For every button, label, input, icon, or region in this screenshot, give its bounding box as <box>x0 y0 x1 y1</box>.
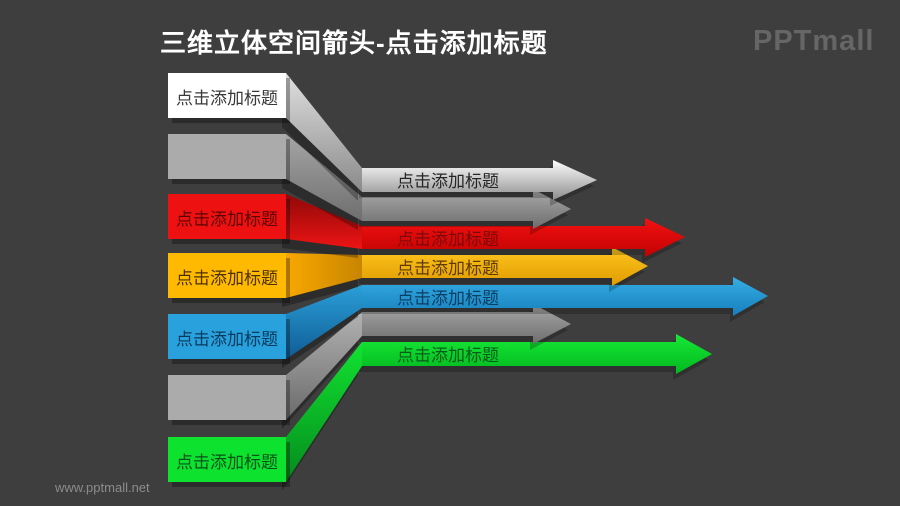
box-red-label[interactable]: 点击添加标题 <box>176 210 278 229</box>
row-red: 点击添加标题 点击添加标题 <box>168 194 685 263</box>
arrow-blue-label[interactable]: 点击添加标题 <box>397 289 499 308</box>
row-orange: 点击添加标题 点击添加标题 <box>168 247 648 307</box>
box-gray-upper[interactable] <box>168 134 286 179</box>
box-blue[interactable] <box>168 314 286 359</box>
box-green[interactable] <box>168 437 286 482</box>
row-green: 点击添加标题 点击添加标题 <box>168 334 712 491</box>
box-orange[interactable] <box>168 253 286 298</box>
box-blue-label[interactable]: 点击添加标题 <box>176 330 278 349</box>
row-gray-lower <box>168 304 571 429</box>
box-gray-lower[interactable] <box>168 375 286 420</box>
arrow-orange-label[interactable]: 点击添加标题 <box>397 259 499 278</box>
watermark-url: www.pptmall.net <box>54 480 150 495</box>
arrow-silver-label[interactable]: 点击添加标题 <box>397 172 499 191</box>
slide-title: 三维立体空间箭头-点击添加标题 <box>160 28 548 58</box>
box-orange-label[interactable]: 点击添加标题 <box>176 269 278 288</box>
box-green-label[interactable]: 点击添加标题 <box>176 453 278 472</box>
row-gray-upper <box>168 134 571 235</box>
box-red[interactable] <box>168 194 286 239</box>
pptmall-logo: PPTmall <box>753 25 874 57</box>
row-blue: 点击添加标题 点击添加标题 <box>168 277 768 368</box>
box-silver-label[interactable]: 点击添加标题 <box>176 89 278 108</box>
row-silver: 点击添加标题 点击添加标题 <box>168 73 597 206</box>
box-silver[interactable] <box>168 73 286 118</box>
arrow-green-label[interactable]: 点击添加标题 <box>397 346 499 365</box>
arrow-red-label[interactable]: 点击添加标题 <box>397 230 499 249</box>
